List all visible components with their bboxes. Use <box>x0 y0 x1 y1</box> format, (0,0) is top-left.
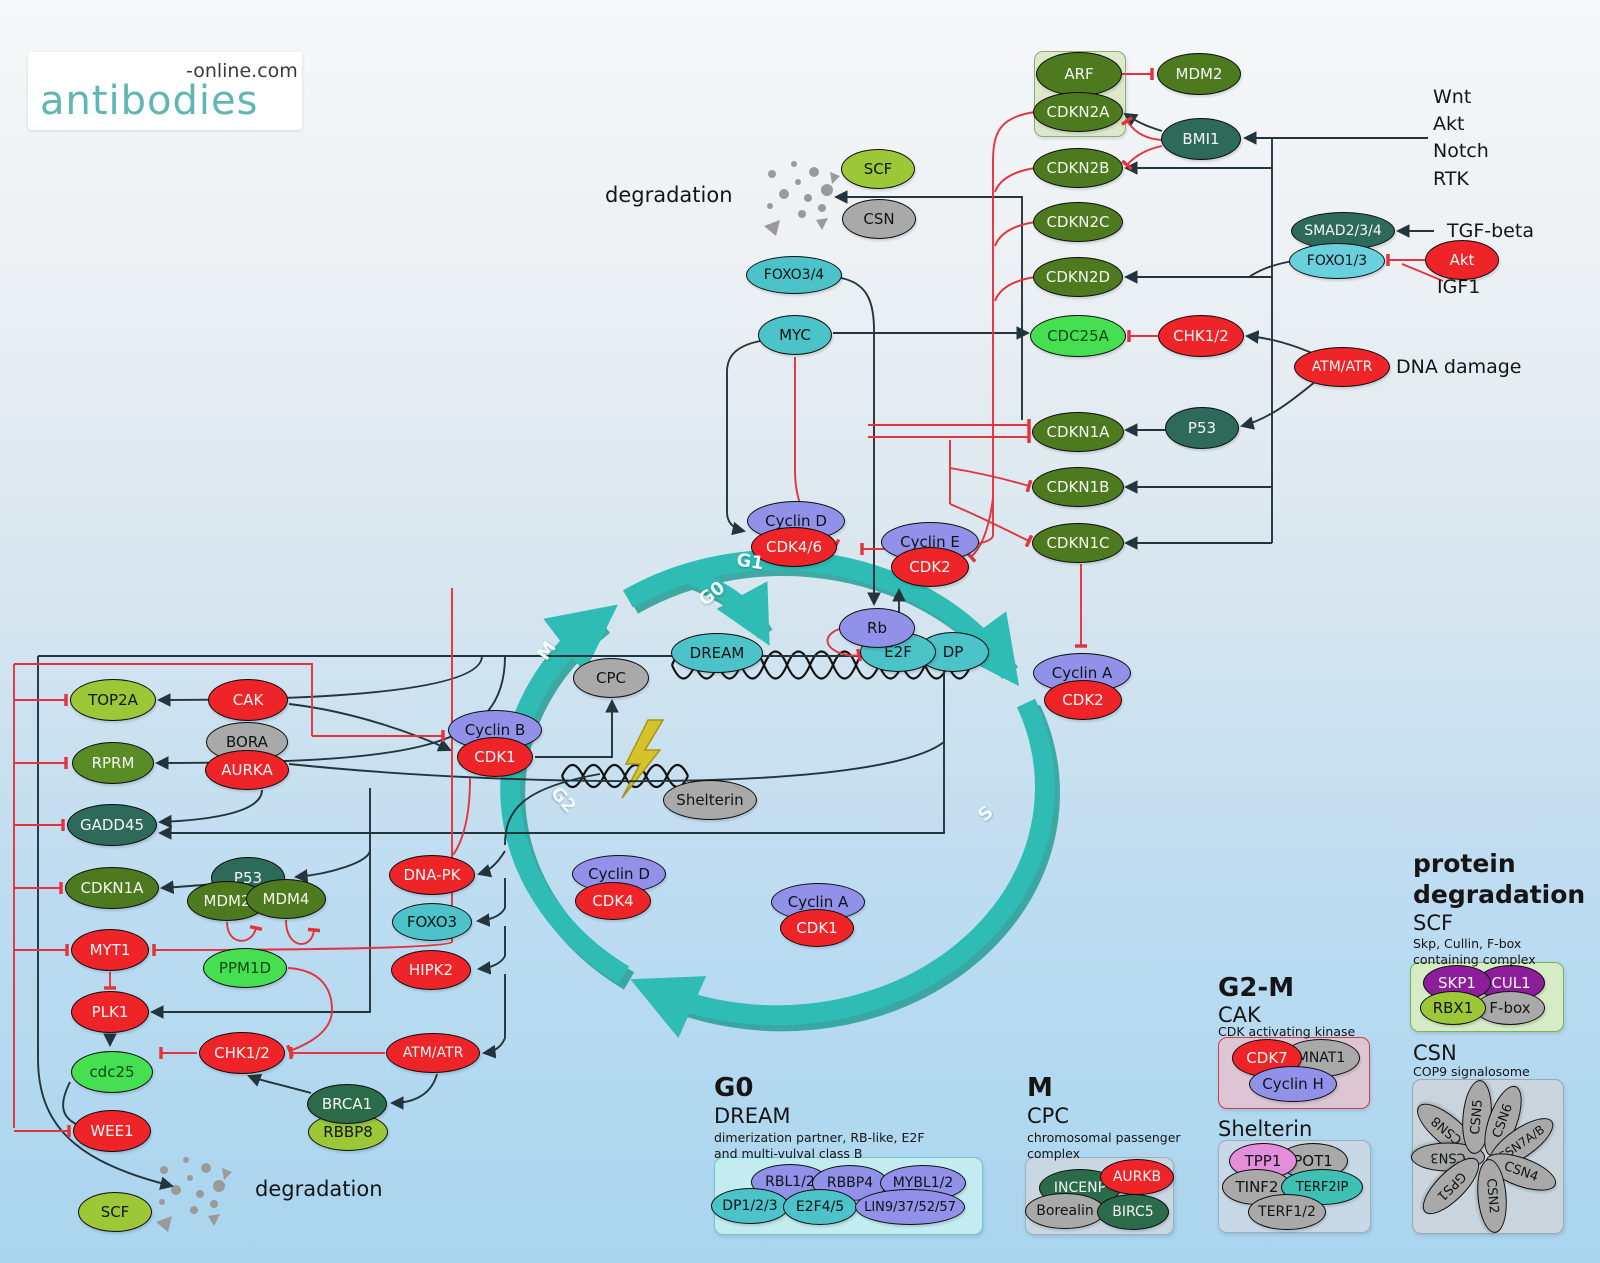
rprm: RPRM <box>72 742 154 784</box>
ppm1d: PPM1D <box>203 948 287 988</box>
degradation-top: degradation <box>605 183 733 207</box>
shelterin-node: Shelterin <box>663 780 757 820</box>
cpc-node: CPC <box>573 658 649 698</box>
cdkn1a-left: CDKN1A <box>65 867 159 909</box>
foxo34: FOXO3/4 <box>746 256 842 294</box>
myc: MYC <box>758 315 832 355</box>
rbx1: RBX1 <box>1420 991 1486 1025</box>
g0-legend-subtitle: DREAM <box>714 1104 791 1128</box>
g2m-legend-title: G2-M <box>1218 973 1295 1003</box>
shelterin-legend-title: Shelterin <box>1218 1117 1313 1141</box>
akt-node: Akt <box>1425 240 1499 280</box>
borealin: Borealin <box>1025 1193 1105 1229</box>
cyclin-d-bottom: Cyclin D <box>572 855 666 893</box>
mdm2-top: MDM2 <box>1157 53 1241 95</box>
scf-bottom: SCF <box>78 1192 152 1232</box>
wee1: WEE1 <box>73 1110 151 1152</box>
terf12: TERF1/2 <box>1248 1194 1326 1230</box>
signal-notch: Notch <box>1433 140 1489 162</box>
bmi1: BMI1 <box>1161 118 1241 160</box>
g0-legend-title: G0 <box>714 1073 754 1103</box>
brca1: BRCA1 <box>307 1084 387 1124</box>
cdc25-left: cdc25 <box>71 1051 153 1093</box>
g2m-legend-desc: CDK activating kinase <box>1218 1024 1356 1039</box>
cdkn1a-right: CDKN1A <box>1032 412 1124 452</box>
cdkn1b: CDKN1B <box>1032 467 1124 507</box>
signal-tgf-beta: TGF-beta <box>1447 220 1534 242</box>
cell-cycle-ring <box>500 550 1055 1039</box>
foxo3: FOXO3 <box>392 903 472 941</box>
phase-g1: G1 <box>735 549 765 575</box>
myt1: MYT1 <box>71 929 149 971</box>
signal-rtk: RTK <box>1433 168 1469 190</box>
logo-suffix: -online.com <box>186 60 298 82</box>
cdkn2d: CDKN2D <box>1033 257 1123 297</box>
cdk1-top: CDK1 <box>457 737 533 777</box>
cdk2-top: CDK2 <box>891 547 969 587</box>
cdk1-bottom: CDK1 <box>780 909 854 947</box>
cdc25a: CDC25A <box>1030 315 1126 357</box>
gadd45: GADD45 <box>67 804 157 846</box>
signal-wnt: Wnt <box>1433 86 1472 108</box>
cdk2-right: CDK2 <box>1044 680 1122 720</box>
aurkb: AURKB <box>1100 1159 1174 1195</box>
lightning-icon <box>621 719 665 799</box>
foxo13: FOXO1/3 <box>1289 243 1385 279</box>
chk12-right: CHK1/2 <box>1158 315 1244 357</box>
rb: Rb <box>839 608 915 648</box>
g0-legend-desc: dimerization partner, RB-like, E2F and m… <box>714 1130 925 1161</box>
m-legend-title: M <box>1027 1073 1053 1103</box>
cdkn2a: CDKN2A <box>1033 92 1123 132</box>
cak-node: CAK <box>208 679 288 721</box>
atm-atr-left: ATM/ATR <box>386 1033 480 1073</box>
csn-legend-title: CSN <box>1413 1041 1457 1065</box>
logo-brand: antibodies <box>40 78 259 124</box>
scf-legend-title: protein degradation <box>1413 849 1586 910</box>
p53-right: P53 <box>1165 407 1239 449</box>
top2a: TOP2A <box>70 679 156 721</box>
chk12-left: CHK1/2 <box>199 1032 285 1074</box>
csn-legend-desc: COP9 signalosome <box>1413 1064 1530 1079</box>
e2f45: E2F4/5 <box>783 1189 857 1225</box>
mdm4: MDM4 <box>246 879 326 919</box>
cdk46: CDK4/6 <box>751 527 837 567</box>
csn-top: CSN <box>842 199 916 239</box>
black-connectors <box>37 112 1434 1190</box>
lin9375257: LIN9/37/52/57 <box>855 1189 965 1225</box>
cdkn2b: CDKN2B <box>1033 148 1123 188</box>
m-legend-desc: chromosomal passenger complex <box>1027 1130 1181 1161</box>
cyclin-h: Cyclin H <box>1249 1066 1337 1102</box>
antibodies-online-logo: -online.com antibodies <box>28 52 302 130</box>
cdk4-bottom: CDK4 <box>575 882 651 920</box>
atm-atr-right: ATM/ATR <box>1294 347 1390 387</box>
scf-legend-subtitle: SCF <box>1413 911 1454 935</box>
signal-akt: Akt <box>1433 113 1465 135</box>
dna-pk: DNA-PK <box>389 855 475 895</box>
degradation-bottom: degradation <box>255 1177 383 1201</box>
g2m-legend-subtitle: CAK <box>1218 1003 1261 1027</box>
signal-igf1: IGF1 <box>1437 276 1481 298</box>
cdkn2c: CDKN2C <box>1033 202 1123 242</box>
red-connectors <box>13 67 1444 1138</box>
birc5: BIRC5 <box>1097 1194 1169 1230</box>
degradation-particles <box>156 1157 232 1232</box>
signal-dna-damage: DNA damage <box>1396 356 1522 378</box>
dp123: DP1/2/3 <box>711 1188 789 1224</box>
scf-legend-desc: Skp, Cullin, F-box containing complex <box>1413 936 1536 967</box>
plk1: PLK1 <box>71 991 149 1033</box>
cdkn1c: CDKN1C <box>1032 523 1124 563</box>
hipk2: HIPK2 <box>391 950 471 990</box>
dna-helix-telomere <box>561 763 689 789</box>
aurka: AURKA <box>205 750 289 790</box>
degradation-particles <box>764 161 840 236</box>
arf: ARF <box>1036 52 1122 96</box>
f-box: F-box <box>1475 991 1545 1025</box>
dream: DREAM <box>671 633 763 673</box>
m-legend-subtitle: CPC <box>1027 1104 1069 1128</box>
scf-top: SCF <box>841 149 915 189</box>
